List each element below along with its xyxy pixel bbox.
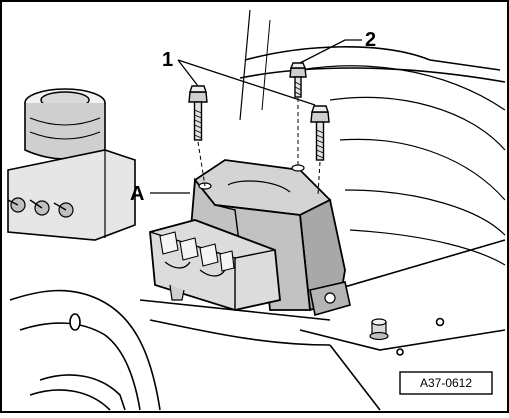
floor-plate: [299, 239, 506, 411]
reference-code: A37-0612: [420, 376, 472, 390]
bolt-icon: [289, 62, 307, 98]
engine-bay-structure: [239, 9, 506, 266]
bolt-icon: [188, 85, 208, 141]
callout-label-1: 1: [162, 49, 173, 71]
callout-leaders: [150, 39, 362, 194]
stud-bolt: [369, 318, 389, 341]
brake-cylinder: [24, 88, 106, 160]
alignment-lines: [197, 98, 321, 196]
hydraulic-block: [7, 149, 136, 241]
subframe-lower: [9, 289, 331, 411]
bolt-icon: [310, 105, 330, 161]
reference-code-box: A37-0612: [399, 371, 493, 395]
callout-label-2: 2: [365, 29, 376, 51]
engine-mount-icon: [149, 159, 351, 317]
callout-label-a: A: [130, 183, 144, 205]
